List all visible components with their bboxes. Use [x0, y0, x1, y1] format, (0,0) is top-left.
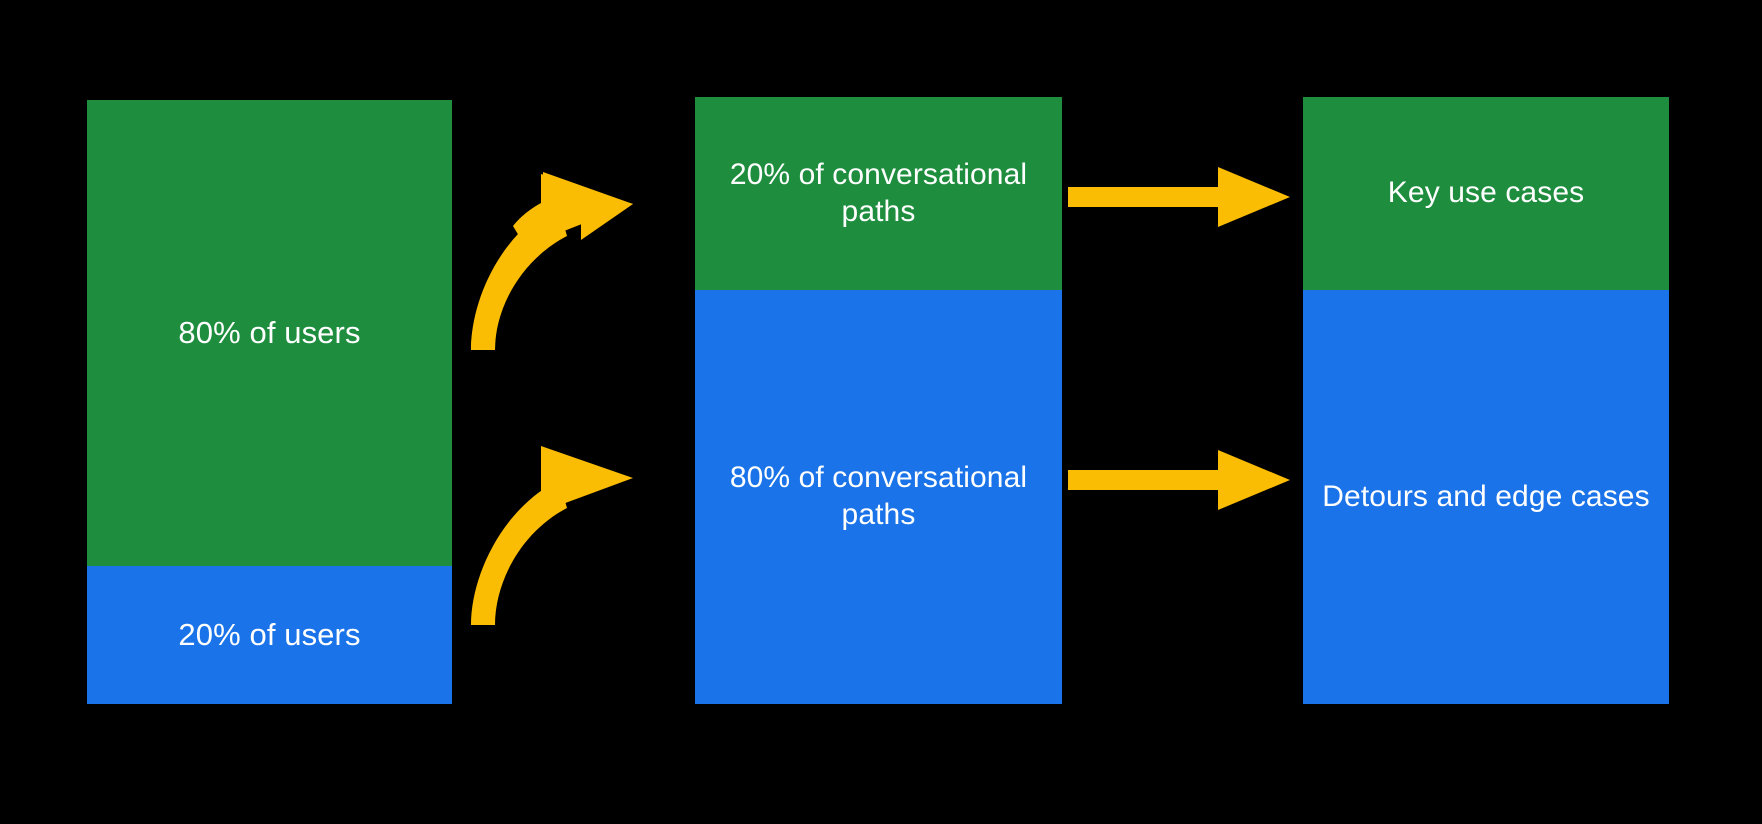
segment-users-20: 20% of users [87, 566, 452, 704]
curved-arrow-top [471, 172, 633, 350]
column-conversational-paths: 20% of conversational paths 80% of conve… [695, 97, 1062, 704]
segment-key-use-cases: Key use cases [1303, 97, 1669, 290]
segment-paths-20: 20% of conversational paths [695, 97, 1062, 290]
column-outcomes: Key use cases Detours and edge cases [1303, 97, 1669, 704]
segment-detours-edge-cases-label: Detours and edge cases [1322, 479, 1650, 513]
straight-arrow-bottom [1068, 450, 1290, 510]
curved-arrow-bottom [471, 446, 633, 625]
segment-users-20-label: 20% of users [178, 617, 361, 653]
column-users: 80% of users 20% of users [87, 100, 452, 704]
segment-paths-20-label: 20% of conversational paths [729, 157, 1028, 228]
segment-users-80: 80% of users [87, 100, 452, 566]
segment-paths-80: 80% of conversational paths [695, 290, 1062, 704]
segment-users-80-label: 80% of users [178, 315, 361, 351]
segment-paths-80-label: 80% of conversational paths [729, 461, 1028, 531]
segment-detours-edge-cases: Detours and edge cases [1303, 290, 1669, 704]
segment-key-use-cases-label: Key use cases [1387, 176, 1585, 210]
straight-arrow-top [1068, 167, 1290, 227]
